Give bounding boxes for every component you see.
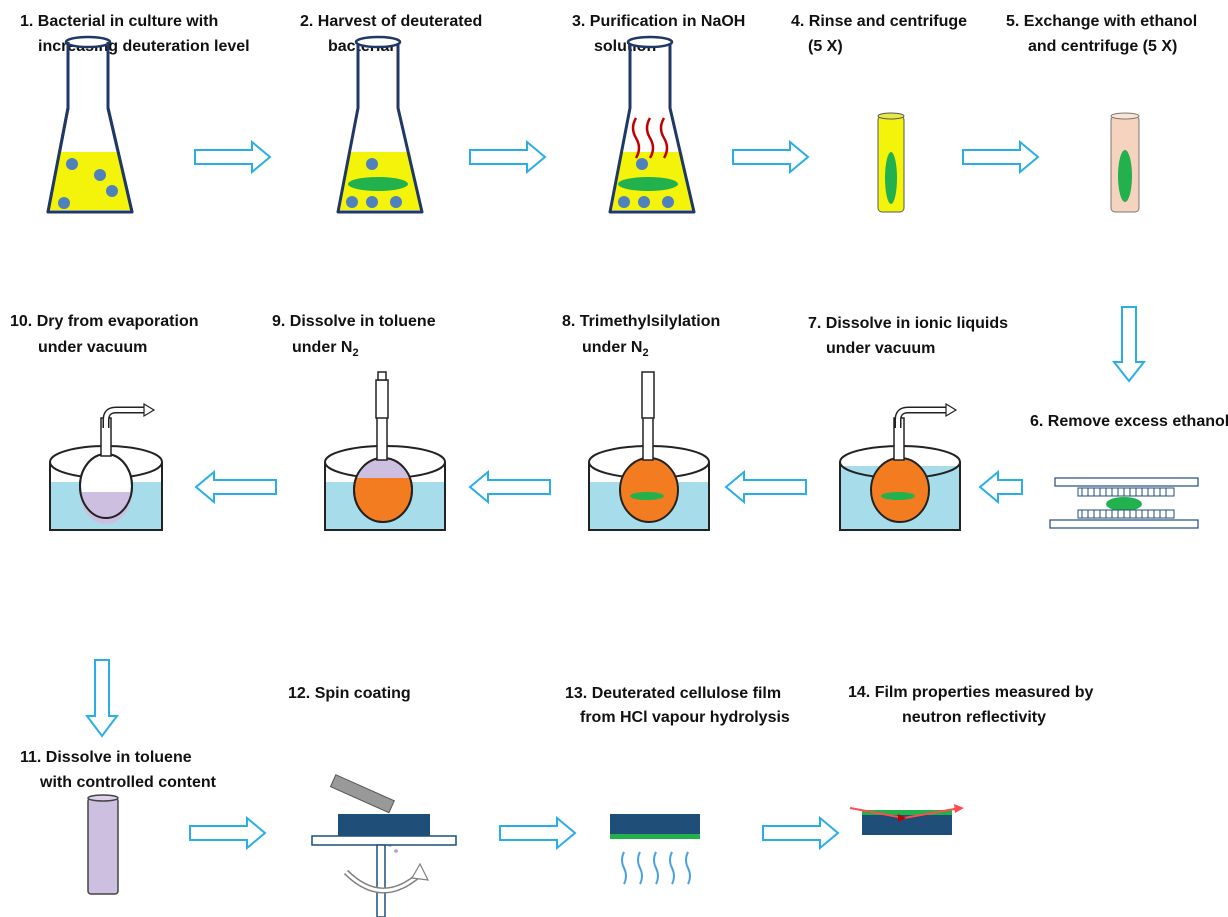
step-1-label: 1. Bacterial in culture with increasing … [20, 13, 250, 55]
arrow-right-3-4 [732, 139, 810, 175]
step-10-label: 10. Dry from evaporation under vacuum [10, 313, 203, 356]
spin-coater-icon [311, 774, 457, 917]
step-2-label: 2. Harvest of deuterated bacterial [300, 13, 487, 55]
arrow-left-6-7 [978, 469, 1023, 505]
step-13-label: 13. Deuterated cellulose film from HCl v… [565, 685, 790, 726]
step-9-label: 9. Dissolve in toluene under N2 [272, 313, 440, 359]
centrifuge-tube-rinse-icon [877, 112, 905, 213]
neutron-reflectivity-icon [849, 804, 964, 835]
arrow-right-13-14 [762, 815, 840, 851]
toluene-tube-icon [87, 794, 119, 895]
step-6-label: 6. Remove excess ethanol [1030, 413, 1228, 430]
centrifuge-tube-ethanol-icon [1110, 112, 1140, 213]
arrow-left-8-9 [468, 469, 551, 505]
cellulose-film-icon [610, 814, 700, 885]
press-plates-icon [1049, 477, 1199, 529]
arrow-down-10-11 [85, 659, 119, 738]
beaker-silylation-icon [588, 371, 710, 531]
arrow-down-5-6 [1111, 306, 1147, 383]
heat-wave-icon [631, 117, 641, 159]
step-11-label: 11. Dissolve in toluene with controlled … [20, 749, 217, 791]
flask-purification-icon [608, 35, 696, 214]
step-5-label: 5. Exchange with ethanol and centrifuge … [1006, 13, 1202, 55]
flask-culture-icon [46, 35, 134, 214]
step-3-label: 3. Purification in NaOH solution [572, 13, 750, 55]
arrow-right-11-12 [189, 815, 267, 851]
step-4-label: 4. Rinse and centrifuge (5 X) [791, 13, 972, 55]
step-14-label: 14. Film properties measured by neutron … [848, 684, 1098, 726]
arrow-right-4-5 [962, 139, 1040, 175]
arrow-left-9-10 [194, 469, 277, 505]
flask-harvest-icon [336, 35, 424, 214]
arrow-right-1-2 [194, 139, 272, 175]
arrow-right-12-13 [499, 815, 577, 851]
beaker-toluene-icon [324, 371, 446, 531]
step-7-label: 7. Dissolve in ionic liquids under vacuu… [808, 315, 1013, 357]
vapour-wave-icon [621, 851, 627, 885]
step-labels: 1. Bacterial in culture with increasing … [10, 13, 1228, 791]
step-8-label: 8. Trimethylsilylation under N2 [562, 313, 725, 359]
beaker-ionic-liquid-icon [839, 402, 961, 531]
arrow-left-7-8 [724, 469, 807, 505]
step-12-label: 12. Spin coating [288, 685, 411, 702]
arrow-right-2-3 [469, 139, 547, 175]
beaker-evaporation-icon [49, 402, 163, 531]
